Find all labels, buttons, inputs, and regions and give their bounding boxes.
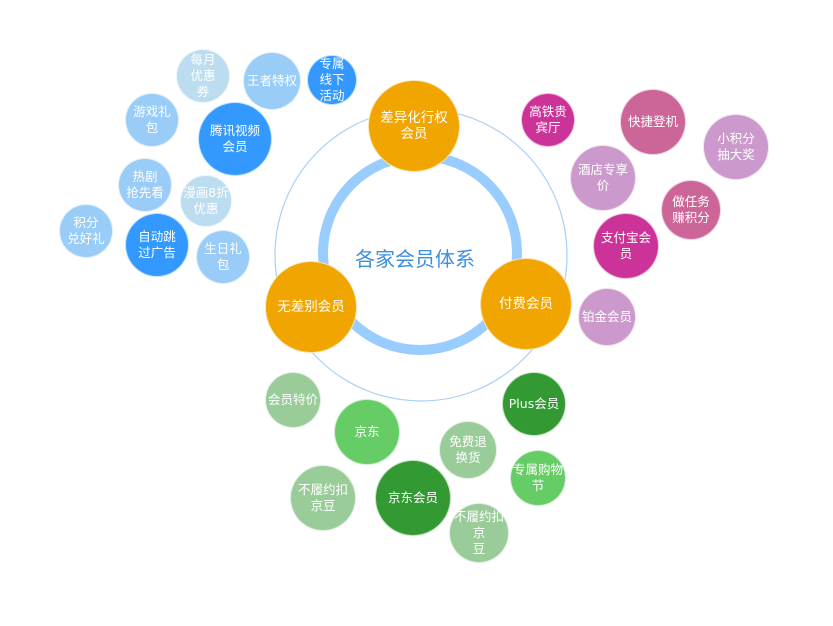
node-label: 快捷登机 xyxy=(627,114,678,129)
jd-node: Plus会员 xyxy=(502,372,566,436)
node-label: 京东会员 xyxy=(387,490,438,505)
tencent-node: 游戏礼包 xyxy=(125,93,179,147)
node-label: 游戏礼包 xyxy=(133,104,171,135)
jd-node: 专属购物 节 xyxy=(510,450,566,506)
node-label: 漫画8折 优惠 xyxy=(183,185,229,216)
alipay-node: 做任务 赚积分 xyxy=(661,180,721,240)
tencent-node: 王者特权 xyxy=(243,52,301,110)
node-label: 付费会员 xyxy=(499,296,553,312)
center-title: 各家会员体系 xyxy=(355,247,475,271)
node-label: 京东 xyxy=(354,424,380,439)
node-label: 腾讯视频 会员 xyxy=(209,123,260,154)
node-label: 专属 线下 活动 xyxy=(319,56,345,103)
main-node: 付费会员 xyxy=(480,258,572,350)
node-label: 自动跳 过广告 xyxy=(138,229,176,260)
node-label: 无差别会员 xyxy=(277,299,345,315)
node-label: 会员特价 xyxy=(268,392,319,407)
jd-node: 京东 xyxy=(334,399,400,465)
node-label: 做任务 赚积分 xyxy=(672,194,710,225)
tencent-node: 自动跳 过广告 xyxy=(125,213,189,277)
node-label: 铂金会员 xyxy=(581,309,632,324)
alipay-node: 高铁贵宾厅 xyxy=(521,93,575,147)
alipay-node: 铂金会员 xyxy=(578,288,636,346)
node-label: 不履约扣 京豆 xyxy=(297,482,348,513)
node-label: 支付宝会 员 xyxy=(600,230,651,261)
tencent-node: 漫画8折 优惠 xyxy=(180,175,232,227)
node-label: 王者特权 xyxy=(246,73,297,88)
node-label: 不履约扣京 豆 xyxy=(453,509,504,556)
jd-node: 京东会员 xyxy=(375,460,451,536)
tencent-node: 专属 线下 活动 xyxy=(307,55,357,105)
tencent-node: 热剧 抢先看 xyxy=(118,158,172,212)
main-node: 差异化行权 会员 xyxy=(368,80,460,172)
node-label: 专属购物 节 xyxy=(513,462,564,493)
node-label: 差异化行权 会员 xyxy=(380,110,448,142)
tencent-node: 每月 优惠 券 xyxy=(176,49,230,103)
alipay-node: 支付宝会 员 xyxy=(593,213,659,279)
tencent-node: 积分 兑好礼 xyxy=(59,204,113,258)
node-label: 积分 兑好礼 xyxy=(67,215,105,246)
main-node: 无差别会员 xyxy=(265,261,357,353)
jd-node: 免费退 换货 xyxy=(439,421,497,479)
alipay-node: 小积分 抽大奖 xyxy=(703,114,769,180)
alipay-node: 快捷登机 xyxy=(620,89,686,155)
tencent-node: 生日礼包 xyxy=(196,230,250,284)
node-label: 每月 优惠 券 xyxy=(190,52,216,99)
node-label: 热剧 抢先看 xyxy=(126,169,164,200)
alipay-node: 酒店专享 价 xyxy=(570,145,636,211)
jd-node: 会员特价 xyxy=(265,372,321,428)
node-label: Plus会员 xyxy=(508,396,560,411)
jd-node: 不履约扣京 豆 xyxy=(449,503,509,563)
node-label: 生日礼包 xyxy=(204,241,242,272)
node-label: 高铁贵宾厅 xyxy=(529,104,567,135)
tencent-node: 腾讯视频 会员 xyxy=(198,102,272,176)
node-label: 免费退 换货 xyxy=(449,434,487,465)
jd-node: 不履约扣 京豆 xyxy=(290,465,356,531)
node-label: 酒店专享 价 xyxy=(577,162,628,193)
node-label: 小积分 抽大奖 xyxy=(717,131,755,162)
